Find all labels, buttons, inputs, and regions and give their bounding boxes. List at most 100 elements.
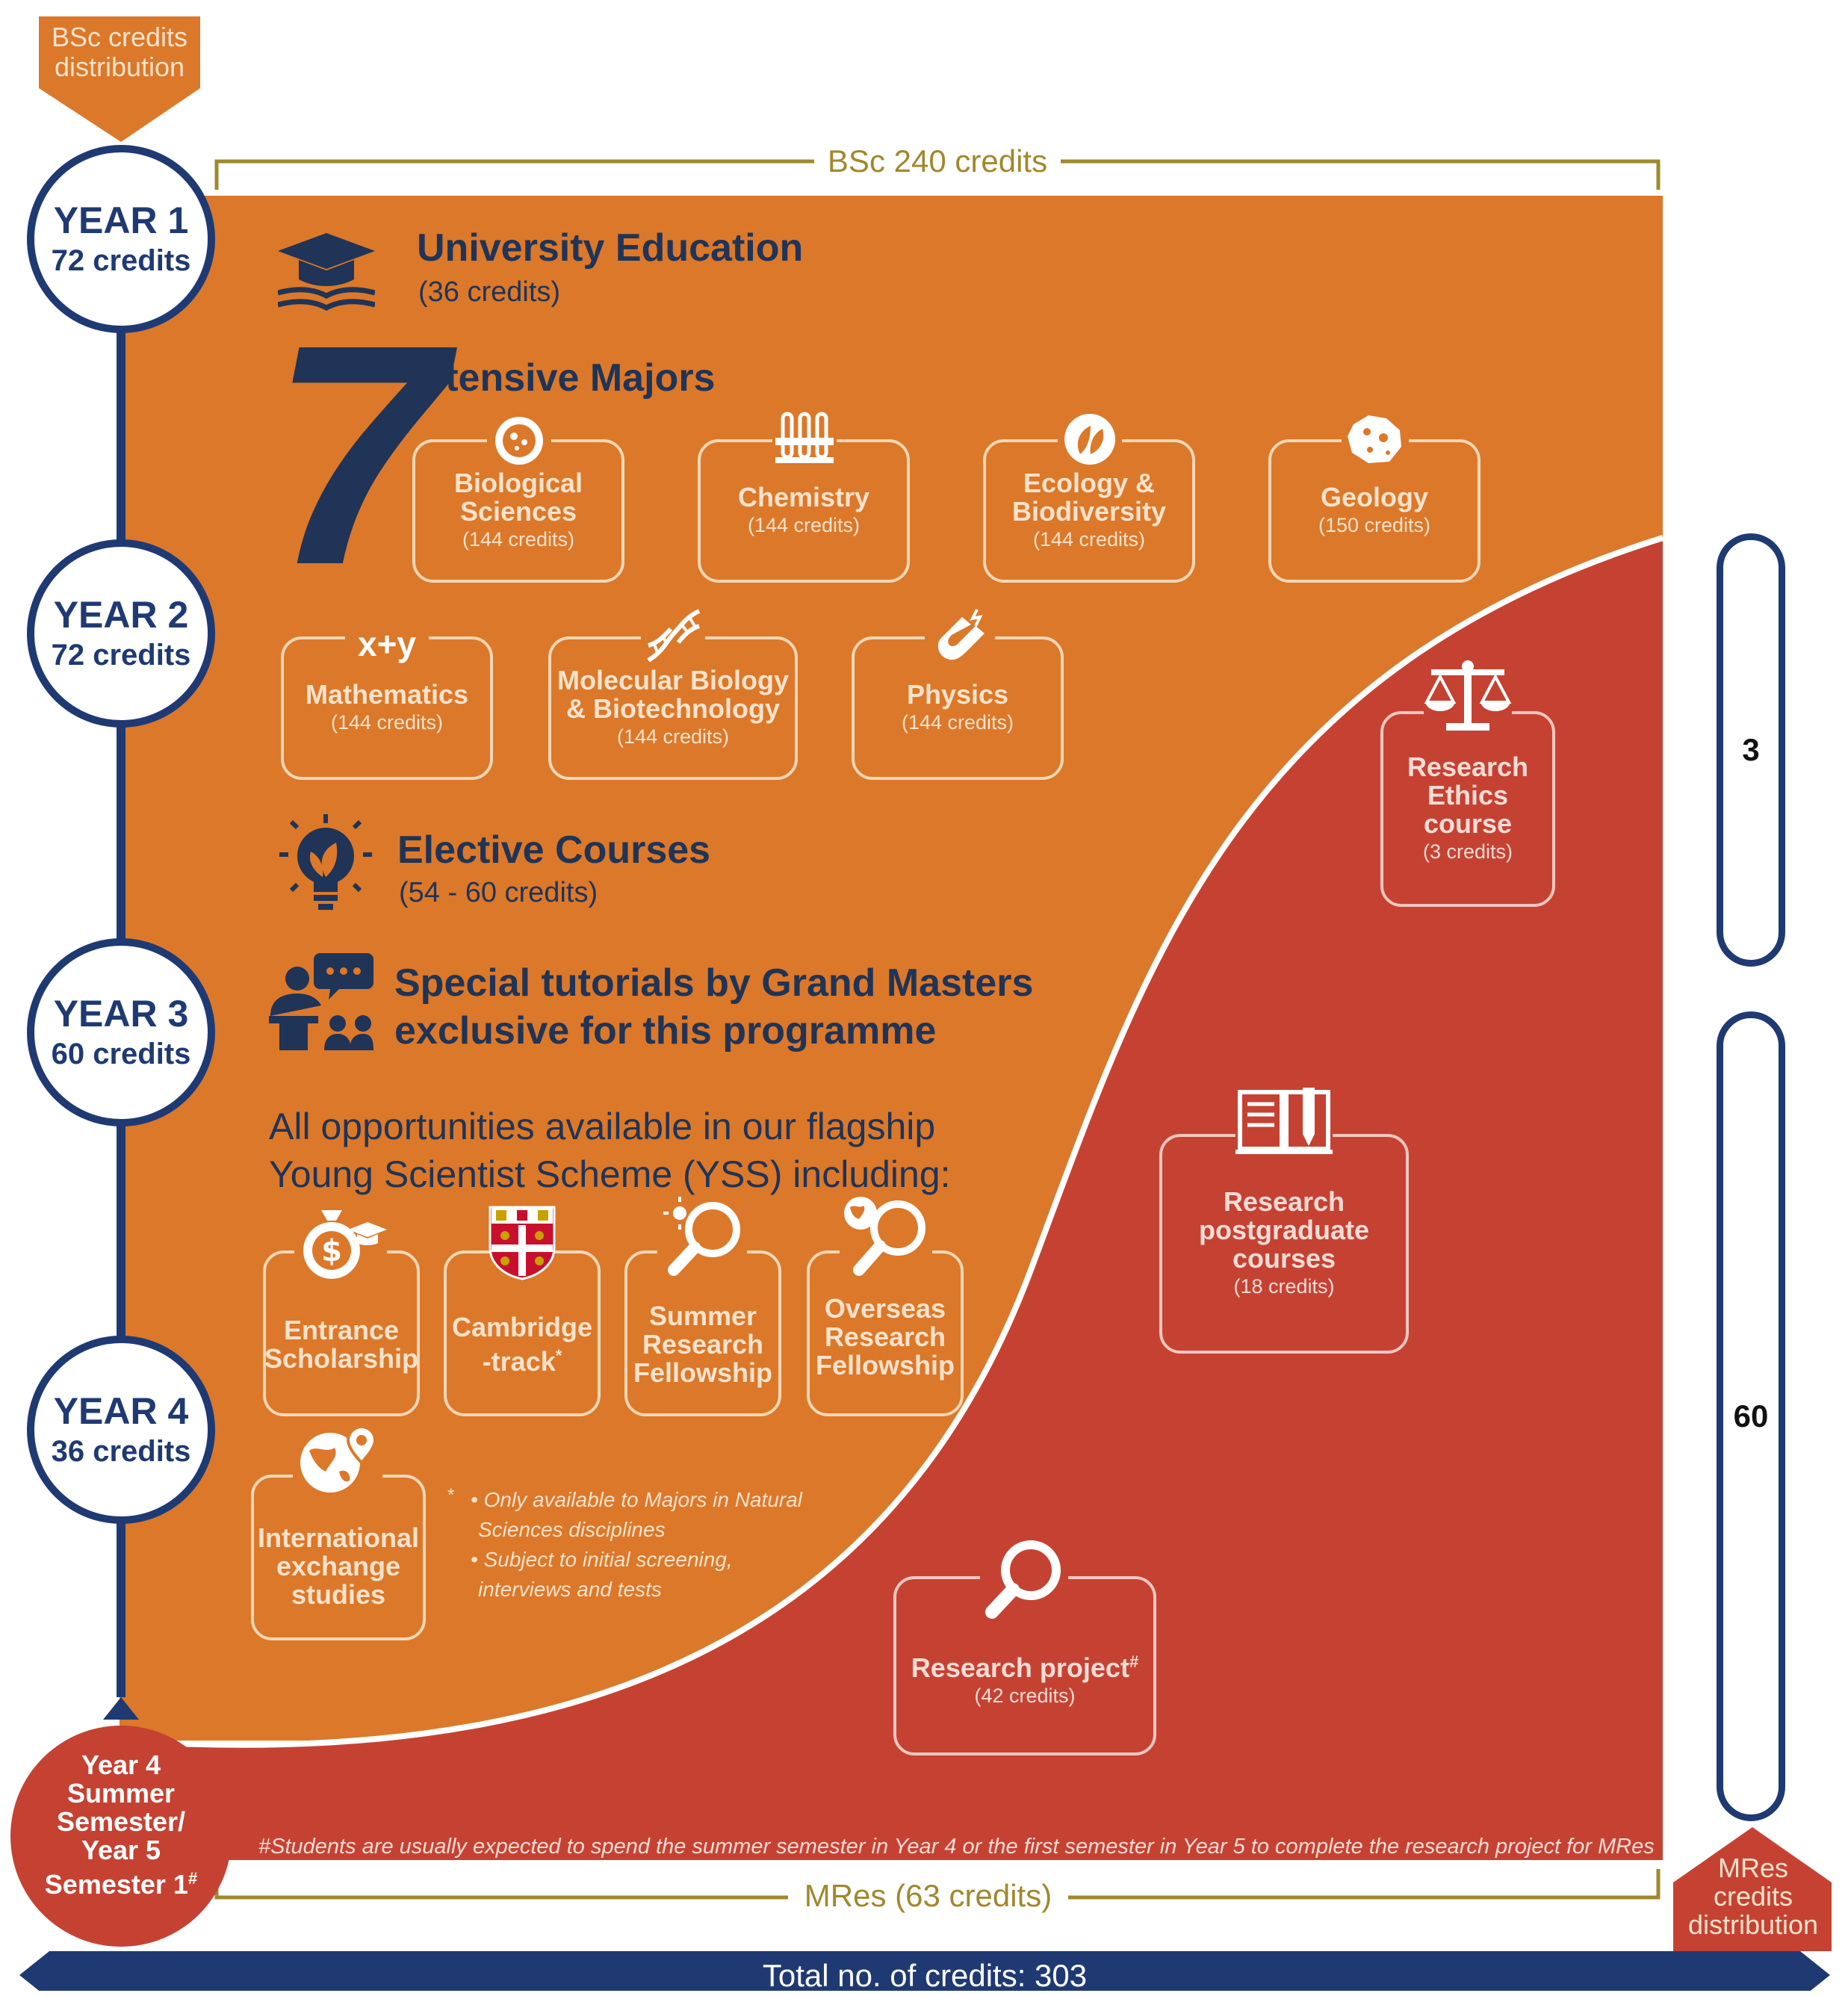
major-credits: (144 credits) (462, 528, 575, 551)
mres-project-mark: # (1129, 1652, 1139, 1671)
major-name-line1: Physics (906, 679, 1009, 710)
bsc-tab-label: BSc credits distribution (51, 22, 188, 82)
year5-line2: Summer (66, 1778, 176, 1809)
yss-item-line2: Scholarship (264, 1343, 419, 1374)
yss-footnote: * • Only available to Majors in Natural … (447, 1485, 802, 1605)
bsc-bracket-right (1061, 159, 1661, 190)
year2-label: YEAR 2 (53, 594, 189, 636)
major-credits: (144 credits) (747, 514, 861, 536)
yss-item-line2: exchange (276, 1551, 401, 1581)
major-name-line1: Chemistry (737, 482, 870, 512)
mres-research-postgraduate-courses[interactable]: Research postgraduate courses (18 credit… (1159, 1134, 1409, 1354)
special-tutorials-line2: exclusive for this programme (394, 1009, 937, 1053)
major-molecular-biology[interactable]: Molecular Biology & Biotechnology (144 c… (548, 636, 798, 780)
yss-international-exchange[interactable]: International exchange studies (251, 1475, 426, 1640)
year4-circle: YEAR 4 36 credits (27, 1336, 215, 1524)
year5-line1: Year 4 (81, 1749, 161, 1780)
graduation-cap-icon (278, 233, 375, 311)
year4-label: YEAR 4 (53, 1390, 189, 1432)
yss-item-line1: Overseas (824, 1293, 946, 1324)
year5-line5: Semester 1 (44, 1869, 188, 1900)
total-credits-label: Total no. of credits: 303 (762, 1958, 1088, 1993)
major-credits: (144 credits) (616, 725, 730, 748)
yss-item-line2: Research (642, 1329, 764, 1360)
magnet-icon (925, 607, 995, 666)
tutor-presentation-icon (269, 953, 373, 1050)
mres-postgrad-line2: postgraduate (1198, 1215, 1370, 1245)
scales-icon (1424, 660, 1512, 734)
year5-mark: # (187, 1869, 198, 1888)
yss-item-line3: Fellowship (633, 1357, 772, 1388)
mres-research-ethics-course[interactable]: Research Ethics course (3 credits) (1380, 711, 1555, 907)
mres-tab-label: MRes credits distribution (1687, 1853, 1819, 1940)
mres-ethics-line2: Ethics (1427, 780, 1509, 811)
major-credits: (144 credits) (1032, 528, 1146, 551)
major-name-line1: Biological (453, 468, 583, 498)
math-formula-icon: x+y (345, 623, 429, 665)
cambridge-crest-icon (489, 1206, 556, 1280)
yss-item-line1: Summer (648, 1301, 757, 1331)
yss-intro-line1: All opportunities available in our flags… (269, 1106, 936, 1147)
yss-cambridge-mark: * (555, 1346, 562, 1365)
mres-footnote: #Students are usually expected to spend … (258, 1835, 1655, 1859)
sun-magnifier-icon (657, 1197, 747, 1279)
money-bag-icon: $ (294, 1207, 387, 1282)
mres-credits-pill-3: 3 (1717, 533, 1785, 967)
yss-item-line3: studies (291, 1579, 386, 1610)
mres-panel (120, 538, 1663, 1860)
major-name-line1: Molecular Biology (556, 665, 790, 695)
petri-dish-icon (487, 412, 551, 469)
timeline-arrow (103, 1697, 139, 1720)
rock-icon (1342, 411, 1409, 468)
yss-intro: All opportunities available in our flags… (269, 1103, 951, 1198)
yss-item-line1: Entrance (283, 1315, 400, 1345)
university-education-credits: (36 credits) (418, 276, 561, 308)
year5-line3: Semester/ (56, 1806, 186, 1837)
mres-tab-shape (1673, 1827, 1832, 1951)
intensive-majors-title: Intensive Majors (411, 356, 716, 400)
major-credits: (150 credits) (1318, 514, 1431, 536)
yss-item-line3: Fellowship (815, 1350, 955, 1380)
yss-summer-research-fellowship[interactable]: Summer Research Fellowship (624, 1250, 781, 1416)
mres-postgrad-line3: courses (1232, 1243, 1336, 1274)
special-tutorials-line1: Special tutorials by Grand Masters (394, 961, 1034, 1005)
yss-item-line1: Cambridge (451, 1312, 593, 1342)
major-name-line2: Sciences (459, 496, 577, 527)
bsc-tab-shape (39, 16, 200, 142)
year2-credits: 72 credits (51, 639, 191, 672)
year4-credits: 36 credits (51, 1435, 191, 1468)
major-name-line1: Mathematics (305, 679, 469, 710)
yss-intro-line2: Young Scientist Scheme (YSS) including: (269, 1153, 951, 1195)
year1-circle: YEAR 1 72 credits (27, 145, 215, 333)
major-credits: (144 credits) (901, 711, 1014, 734)
year1-label: YEAR 1 (53, 199, 189, 241)
year5-circle (10, 1726, 232, 1947)
mres-postgrad-line1: Research (1223, 1186, 1345, 1217)
year3-credits: 60 credits (51, 1038, 191, 1070)
open-book-pencil-icon (1235, 1085, 1333, 1156)
mres-ethics-credits: (3 credits) (1422, 840, 1513, 863)
dna-icon (641, 607, 705, 666)
special-tutorials-title: Special tutorials by Grand Masters exclu… (394, 959, 1033, 1055)
year5-line4: Year 5 (81, 1835, 161, 1865)
major-name-line2: & Biotechnology (566, 693, 780, 724)
major-name-line2: Biodiversity (1011, 496, 1167, 527)
major-ecology-biodiversity[interactable]: Ecology & Biodiversity (144 credits) (983, 439, 1195, 583)
mres-project-credits: (42 credits) (974, 1684, 1076, 1707)
elective-courses-title: Elective Courses (397, 828, 711, 872)
magnifier-icon (980, 1540, 1068, 1621)
yss-overseas-research-fellowship[interactable]: Overseas Research Fellowship (807, 1250, 964, 1416)
bullet-2: • (471, 1548, 484, 1571)
yss-note1-line2: Sciences disciplines (478, 1518, 666, 1541)
yss-note2-line1: Subject to initial screening, (483, 1548, 733, 1571)
mres-project-title: Research project (911, 1652, 1129, 1683)
mres-bracket-right (1068, 1869, 1661, 1900)
leaf-icon (1058, 411, 1122, 468)
mres-ethics-line3: course (1423, 808, 1513, 839)
bullet-1: • (471, 1488, 484, 1511)
year5-label: Year 4 Summer Semester/ Year 5 Semester … (22, 1751, 220, 1899)
year3-label: YEAR 3 (53, 993, 189, 1035)
yss-footnote-mark: * (447, 1485, 454, 1505)
yss-item-line2: Research (824, 1321, 946, 1352)
yss-item-line1: International (257, 1522, 420, 1553)
